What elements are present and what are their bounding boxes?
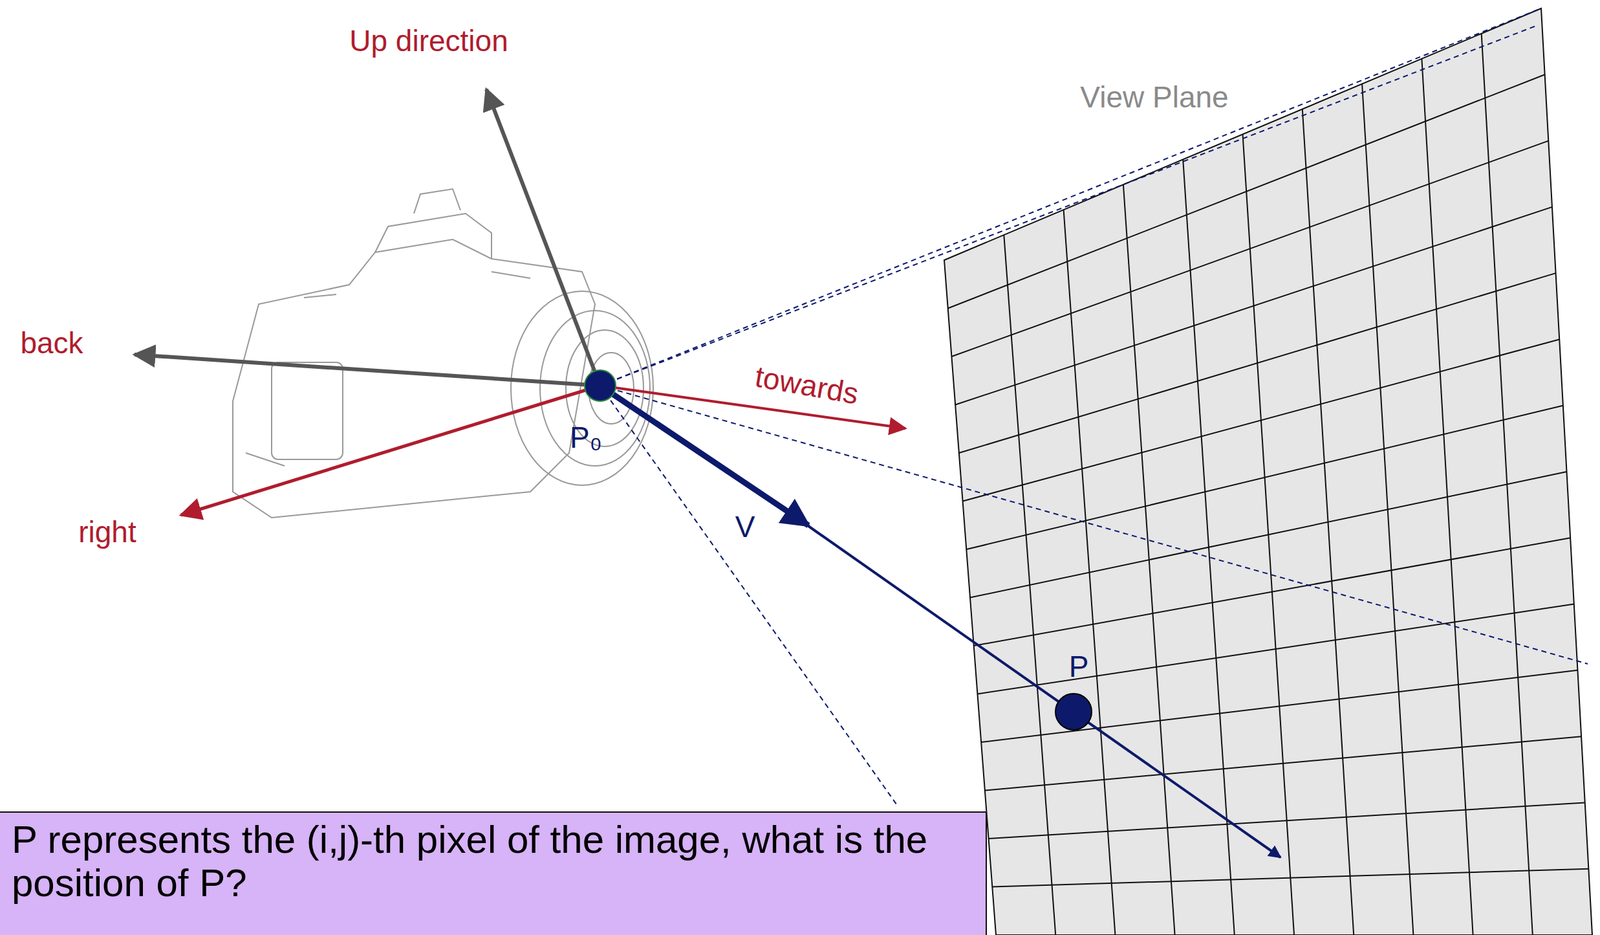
up-vector — [486, 89, 601, 386]
label: towards — [752, 359, 861, 411]
label: P₀ — [569, 421, 603, 455]
view-frustum — [600, 8, 1588, 807]
view-ray — [801, 521, 1281, 857]
back-vector — [134, 354, 601, 386]
label: back — [20, 326, 83, 360]
label: Up direction — [349, 24, 508, 58]
eye-point — [584, 369, 616, 401]
label: View Plane — [1070, 80, 1239, 114]
label: P — [1069, 649, 1090, 683]
callout-text: P represents the (i,j)-th pixel of the i… — [11, 817, 973, 905]
view-plane — [944, 8, 1593, 935]
label: V — [735, 510, 756, 544]
label: right — [78, 515, 136, 549]
towards-vector — [600, 385, 906, 429]
pixel-point — [1055, 693, 1092, 730]
right-vector — [181, 385, 601, 515]
camera-drawing — [232, 188, 654, 518]
view-ray — [600, 385, 809, 526]
question-callout: P represents the (i,j)-th pixel of the i… — [0, 810, 987, 935]
